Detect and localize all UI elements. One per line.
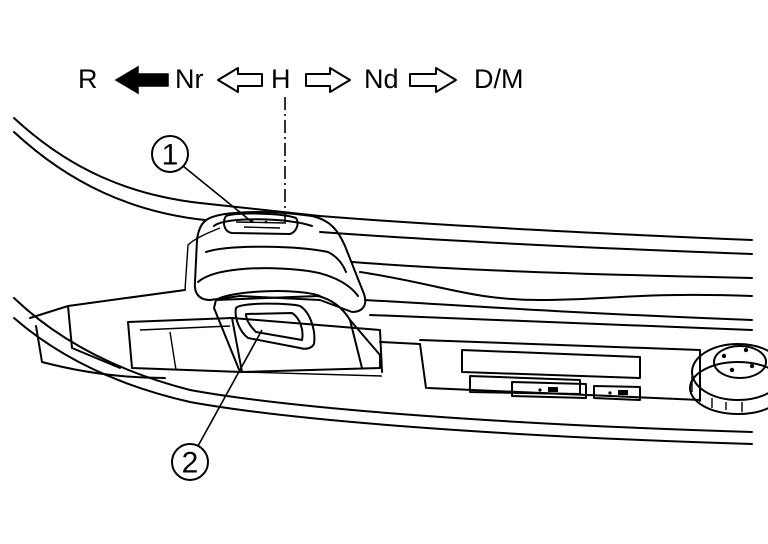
callout-1-number: 1 xyxy=(162,139,179,172)
control-knob xyxy=(689,343,768,415)
arrow-hollow-left-icon xyxy=(217,67,263,93)
callout-2: 2 xyxy=(171,329,263,481)
callout-2-number: 2 xyxy=(182,447,199,480)
shift-position-legend: R Nr H Nd D/M xyxy=(78,64,524,95)
position-nd-label: Nd xyxy=(364,64,399,94)
arrow-hollow-right-icon xyxy=(305,67,351,93)
position-r-label: R xyxy=(78,64,98,94)
arrow-left-solid-icon xyxy=(114,65,169,95)
position-dm-label: D/M xyxy=(474,64,524,94)
shift-lever[interactable] xyxy=(193,211,381,373)
callout-2-leader-line xyxy=(197,329,263,447)
shift-lock-release-button[interactable] xyxy=(223,212,299,235)
position-h-label: H xyxy=(271,64,291,94)
arrow-hollow-right-icon xyxy=(409,67,457,93)
control-panel xyxy=(419,339,701,401)
center-console xyxy=(13,117,768,445)
lever-button[interactable] xyxy=(234,302,316,350)
callout-1: 1 xyxy=(151,135,253,223)
callout-1-leader-line xyxy=(182,165,253,223)
position-nr-label: Nr xyxy=(175,64,204,94)
